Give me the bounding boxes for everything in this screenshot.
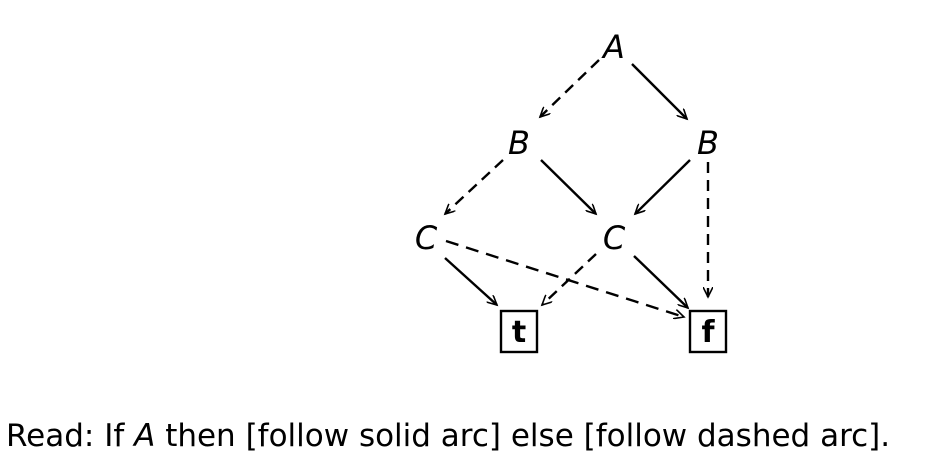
edge-c-left-to-f xyxy=(445,239,684,317)
terminal-false-label: f xyxy=(701,315,715,350)
terminal-true-label: t xyxy=(512,315,526,350)
caption-prefix: Read: If xyxy=(6,418,125,454)
caption: Read: If A then [follow solid arc] else … xyxy=(6,418,890,454)
edge-a-to-b-left xyxy=(540,59,600,117)
edge-c-mid-to-t xyxy=(542,253,597,305)
edge-c-mid-to-f xyxy=(633,255,688,308)
terminal-false: f xyxy=(688,309,728,354)
bdd-diagram: A B B C C t f xyxy=(415,28,728,354)
edge-b-left-to-c-left xyxy=(445,159,504,214)
node-b-left: B xyxy=(508,124,530,162)
terminal-true: t xyxy=(499,309,539,354)
node-c-left: C xyxy=(415,219,438,257)
edge-c-left-to-t xyxy=(444,257,497,305)
edge-b-left-to-c-mid xyxy=(540,159,596,214)
node-b-right: B xyxy=(697,124,719,162)
node-a: A xyxy=(601,28,625,66)
edge-a-to-b-right xyxy=(631,63,687,119)
caption-variable: A xyxy=(134,418,156,454)
node-c-mid: C xyxy=(603,219,626,257)
edge-b-right-to-c-mid xyxy=(635,159,691,214)
caption-suffix: then [follow solid arc] else [follow das… xyxy=(165,418,891,454)
